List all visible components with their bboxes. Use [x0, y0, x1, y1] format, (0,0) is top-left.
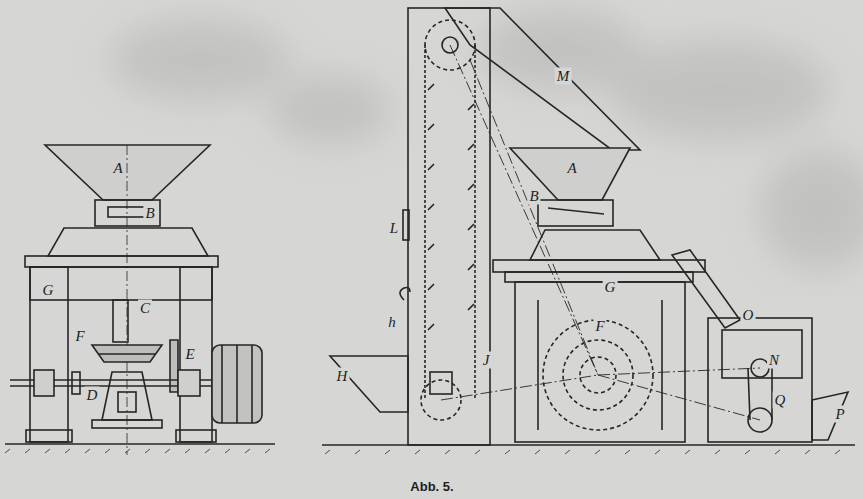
part-letter: O: [741, 307, 756, 324]
figure-caption: Abb. 5.: [410, 479, 453, 494]
part-letter: F: [73, 328, 86, 345]
part-letter: D: [85, 387, 100, 404]
part-letter: C: [138, 300, 152, 317]
part-letter: P: [833, 406, 846, 423]
part-letter: M: [555, 68, 572, 85]
part-letter: B: [143, 205, 156, 222]
part-letter: J: [481, 352, 492, 369]
part-letter: Q: [773, 392, 788, 409]
part-letter: A: [111, 160, 124, 177]
part-letter: H: [335, 368, 350, 385]
part-letter: F: [593, 318, 606, 335]
part-letter: N: [767, 352, 781, 369]
part-letter: A: [565, 160, 578, 177]
part-letter: h: [386, 314, 398, 331]
part-letter: B: [527, 188, 540, 205]
part-letter: G: [603, 279, 618, 296]
part-letter: G: [41, 282, 56, 299]
part-letter: E: [183, 346, 196, 363]
part-letter: L: [388, 220, 400, 237]
